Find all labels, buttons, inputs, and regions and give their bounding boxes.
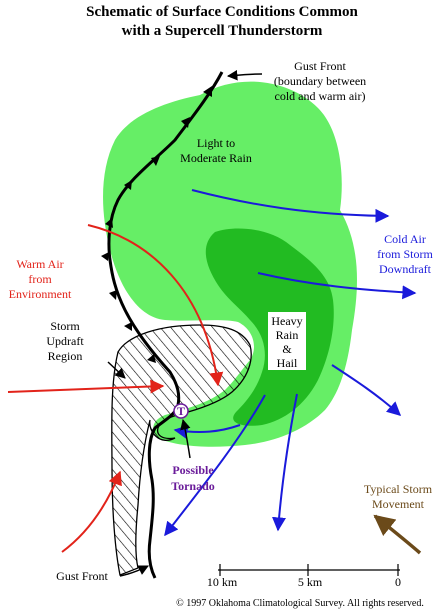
storm-movement-arrow — [373, 514, 422, 555]
svg-text:Rain: Rain — [276, 328, 299, 342]
title-line-1: Schematic of Surface Conditions Common — [86, 4, 358, 20]
gust-front-bottom-pointer — [119, 565, 149, 577]
svg-text:(boundary between: (boundary between — [274, 74, 366, 88]
svg-text:Moderate Rain: Moderate Rain — [180, 151, 252, 165]
svg-text:Movement: Movement — [372, 497, 425, 511]
title-line-2: with a Supercell Thunderstorm — [122, 23, 323, 39]
svg-text:Warm Air: Warm Air — [16, 257, 63, 271]
updraft-label: Storm Updraft Region — [46, 319, 84, 363]
cold-air-arrow-far-right — [331, 364, 402, 416]
svg-text:Environment: Environment — [9, 287, 72, 301]
warm-air-arrow-middle — [7, 379, 165, 394]
svg-text:Updraft: Updraft — [46, 334, 84, 348]
tornado-marker-label: T — [177, 404, 185, 418]
svg-text:Cold Air: Cold Air — [384, 232, 426, 246]
svg-text:Typical Storm: Typical Storm — [364, 482, 433, 496]
svg-text:Heavy: Heavy — [271, 314, 302, 328]
cold-air-arrow-down — [272, 393, 298, 532]
tornado-pointer-arrow — [180, 418, 191, 459]
gust-front-top-pointer — [226, 69, 263, 81]
svg-text:from Storm: from Storm — [377, 247, 433, 261]
warm-air-label: Warm Air from Environment — [9, 257, 72, 301]
warm-air-arrow-top — [87, 224, 224, 387]
updraft-pointer — [107, 361, 126, 379]
svg-text:&: & — [282, 342, 292, 356]
cold-air-arrow-upper — [191, 189, 390, 223]
cold-air-arrow-diag — [164, 394, 266, 537]
gust-front-top-label: Gust Front (boundary between cold and wa… — [274, 59, 366, 103]
gust-front-line — [107, 71, 224, 579]
svg-text:Tornado: Tornado — [171, 479, 215, 493]
copyright-text: © 1997 Oklahoma Climatological Survey. A… — [176, 598, 424, 609]
svg-text:Storm: Storm — [50, 319, 80, 333]
scale-label-0: 0 — [395, 575, 401, 589]
tornado-marker — [173, 403, 189, 419]
svg-text:Hail: Hail — [277, 356, 298, 370]
gust-front-bottom-label: Gust Front — [56, 569, 108, 583]
svg-text:Region: Region — [48, 349, 83, 363]
cold-air-arrow-right — [257, 272, 417, 300]
scale-bar: 10 km 5 km 0 — [207, 564, 401, 589]
warm-air-arrow-bottom — [61, 470, 122, 553]
gust-front-barbs — [101, 86, 212, 363]
heavy-rain-label: Heavy Rain & Hail — [268, 312, 306, 370]
svg-text:Downdraft: Downdraft — [379, 262, 432, 276]
svg-text:Light to: Light to — [197, 136, 235, 150]
svg-text:Possible: Possible — [172, 463, 214, 477]
svg-text:Gust Front: Gust Front — [294, 59, 346, 73]
possible-tornado-label: Possible Tornado — [171, 463, 215, 493]
light-rain-label: Light to Moderate Rain — [180, 136, 252, 165]
svg-text:cold and warm air): cold and warm air) — [275, 89, 366, 103]
cold-air-arrow-hook — [173, 424, 241, 439]
scale-label-10km: 10 km — [207, 575, 238, 589]
svg-text:from: from — [28, 272, 52, 286]
scale-label-5km: 5 km — [298, 575, 323, 589]
storm-movement-label: Typical Storm Movement — [364, 482, 433, 511]
cold-air-label: Cold Air from Storm Downdraft — [377, 232, 433, 276]
